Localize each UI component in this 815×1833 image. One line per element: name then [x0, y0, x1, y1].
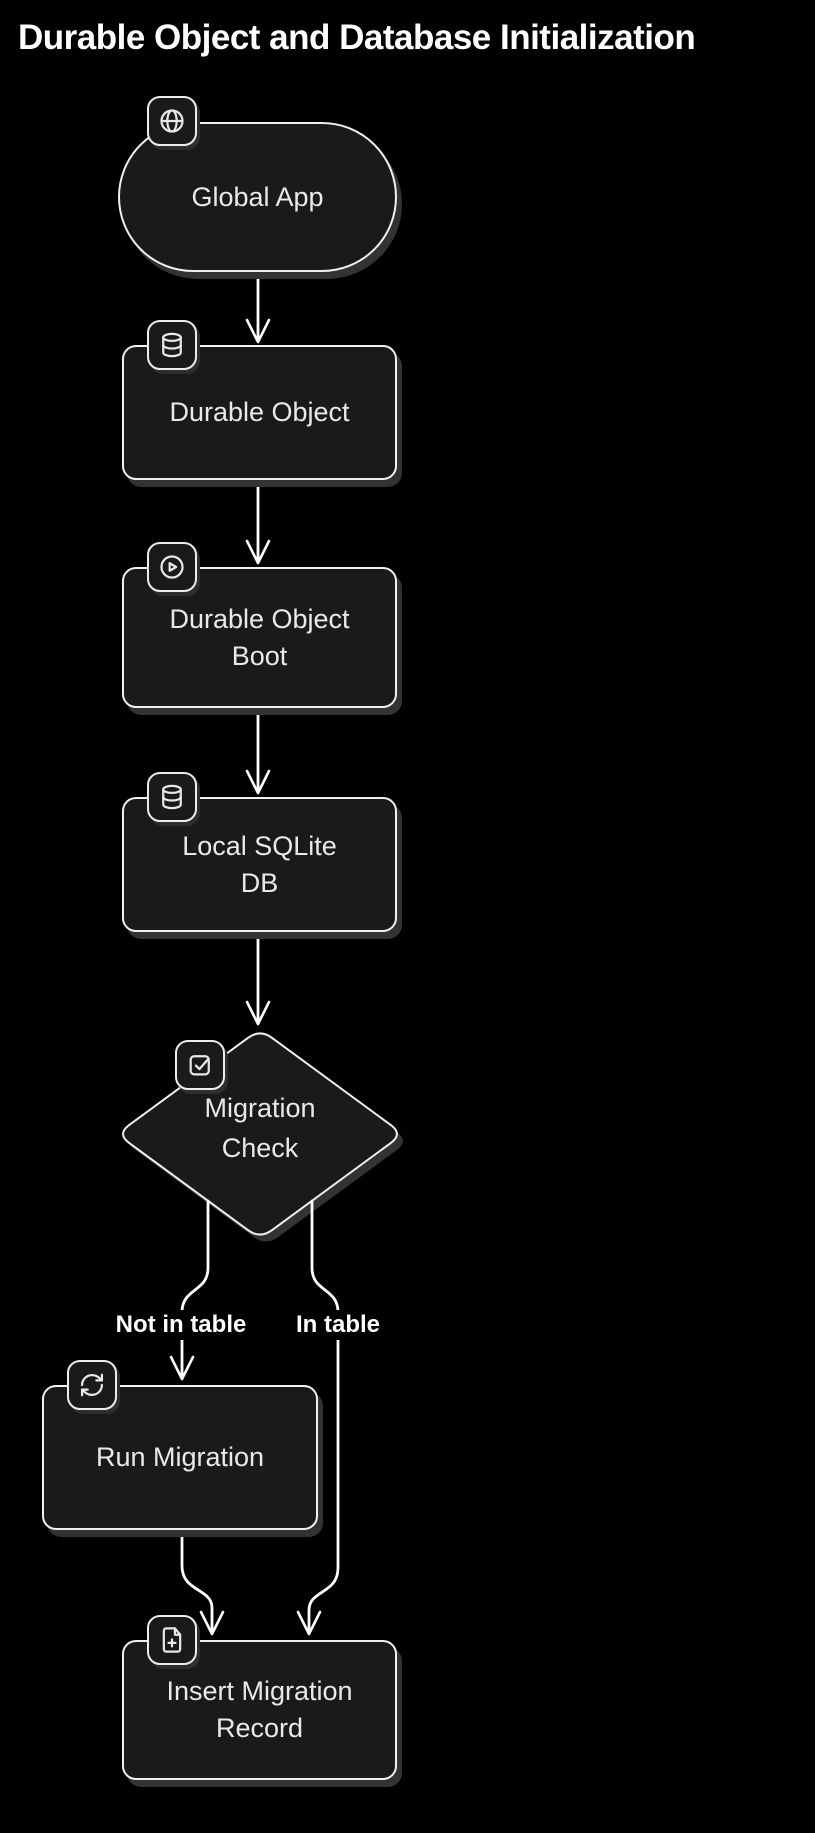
- database-icon: [147, 772, 197, 822]
- node-label: Durable Object: [169, 397, 350, 427]
- check-square-icon: [175, 1040, 225, 1090]
- file-plus-icon: [147, 1615, 197, 1665]
- node-label: Record: [215, 1713, 304, 1743]
- node-migration-check-label: Migration Check: [160, 1088, 360, 1168]
- node-label: Insert Migration: [166, 1676, 353, 1706]
- edge-migration-check-to-run-migration: [169, 1199, 210, 1381]
- globe-icon: [147, 96, 197, 146]
- play-circle-icon: [147, 542, 197, 592]
- refresh-icon: [67, 1360, 117, 1410]
- node-global-app: Global App: [118, 122, 397, 272]
- node-label: Run Migration: [95, 1442, 265, 1472]
- node-label: Durable Object: [169, 603, 350, 634]
- node-label: Global App: [191, 181, 324, 212]
- database-icon: [147, 320, 197, 370]
- edge-label-in-table: In table: [289, 1310, 387, 1340]
- node-label: Local SQLite: [182, 830, 337, 861]
- edge-label-not-in-table: Not in table: [109, 1310, 253, 1340]
- node-label: Check: [221, 1133, 299, 1163]
- node-label: Boot: [231, 640, 288, 671]
- node-label: DB: [240, 867, 279, 898]
- node-label: Migration: [204, 1093, 316, 1123]
- diagram-title: Durable Object and Database Initializati…: [18, 18, 696, 57]
